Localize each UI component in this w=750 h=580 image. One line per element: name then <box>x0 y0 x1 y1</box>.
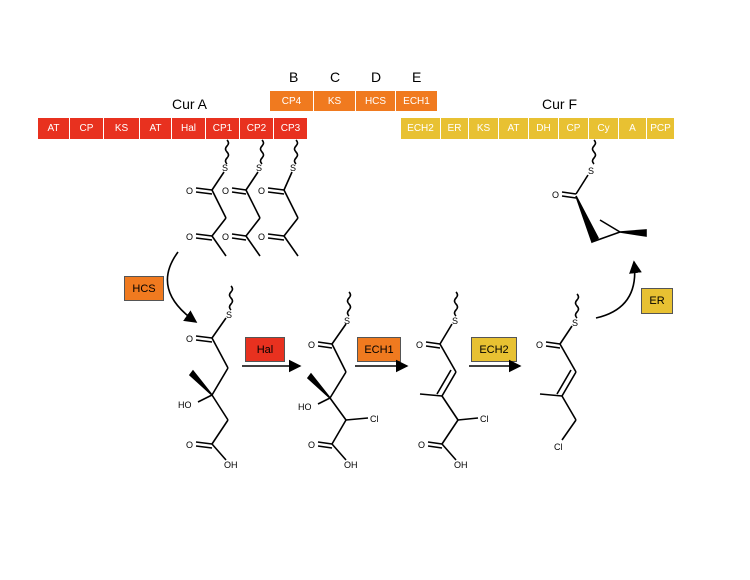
cur-f-domain-er: ER <box>441 118 469 139</box>
molecule-3 <box>419 291 479 461</box>
atom-s-1: S <box>222 163 228 173</box>
atom-ho-m1: HO <box>178 400 192 410</box>
atom-o-2: O <box>222 186 229 196</box>
chain-cp2 <box>231 171 261 257</box>
atom-s-3: S <box>290 163 296 173</box>
atom-s-product: S <box>588 166 594 176</box>
chain-cp1 <box>195 171 227 257</box>
atom-o-m2: O <box>308 340 315 350</box>
wedge-2 <box>306 372 331 399</box>
cur-a-domain-at: AT <box>38 118 70 139</box>
cur-bcde-domain-cp4: CP4 <box>270 91 314 111</box>
atom-o-m4: O <box>536 340 543 350</box>
letter-c: C <box>330 69 341 85</box>
cur-f-domain-ks: KS <box>469 118 499 139</box>
atom-s-m2: S <box>344 316 350 326</box>
atom-o-m3: O <box>416 340 423 350</box>
atom-o-m1: O <box>186 334 193 344</box>
cur-f-title: Cur F <box>542 96 577 112</box>
atom-oh-m3: OH <box>454 460 468 470</box>
letter-b: B <box>289 69 299 85</box>
cur-bcde-domain-hcs: HCS <box>356 91 396 111</box>
tether-cp2 <box>259 139 265 165</box>
wedge-cyclo-1 <box>575 195 600 244</box>
letter-d: D <box>371 69 382 85</box>
letter-e: E <box>412 69 422 85</box>
atom-cl-m2: Cl <box>370 414 379 424</box>
atom-oh-m1: OH <box>224 460 238 470</box>
cur-bcde-domain-ech1: ECH1 <box>396 91 438 111</box>
enzyme-box-ech2: ECH2 <box>471 337 517 362</box>
atom-cl-m4: Cl <box>554 442 563 452</box>
atom-s-m1: S <box>226 310 232 320</box>
atom-o-m2b: O <box>308 440 315 450</box>
atom-o-m1b: O <box>186 440 193 450</box>
atom-o-product: O <box>552 190 559 200</box>
molecule-4 <box>539 293 580 441</box>
enzyme-box-hal: Hal <box>245 337 285 362</box>
cur-a-domain-cp2: CP2 <box>240 118 274 139</box>
atom-s-m4: S <box>572 318 578 328</box>
cur-a-domain-cp1: CP1 <box>206 118 240 139</box>
tether-cp3 <box>293 139 299 165</box>
atom-o-3: O <box>258 186 265 196</box>
cur-a-domain-ks: KS <box>104 118 140 139</box>
arrow-er <box>595 260 642 319</box>
cur-f-domain-cp: CP <box>559 118 589 139</box>
enzyme-box-ech1: ECH1 <box>357 337 401 362</box>
atom-cl-m3: Cl <box>480 414 489 424</box>
enzyme-box-er: ER <box>641 288 673 314</box>
molecule-1 <box>195 285 234 461</box>
cur-a-title: Cur A <box>172 96 208 112</box>
molecule-2 <box>317 291 369 461</box>
atom-o-4: O <box>186 232 193 242</box>
chain-cp3 <box>267 171 299 257</box>
wedge-1 <box>188 369 213 396</box>
atom-o-m3b: O <box>418 440 425 450</box>
cur-a-domain-hal: Hal <box>172 118 206 139</box>
atom-o-5: O <box>222 232 229 242</box>
atom-ho-m2: HO <box>298 402 312 412</box>
atom-o-6: O <box>258 232 265 242</box>
wedge-cyclo-2 <box>619 229 647 237</box>
tether-cp1 <box>224 139 230 165</box>
cur-a-domain-at: AT <box>140 118 172 139</box>
cur-bcde-domain-ks: KS <box>314 91 356 111</box>
cur-a-domain-cp: CP <box>70 118 104 139</box>
cur-f-domain-ech2: ECH2 <box>401 118 441 139</box>
cur-f-domain-dh: DH <box>529 118 559 139</box>
atom-o-1: O <box>186 186 193 196</box>
atom-s-m3: S <box>452 316 458 326</box>
cur-a-domain-cp3: CP3 <box>274 118 308 139</box>
cur-f-domain-at: AT <box>499 118 529 139</box>
cur-f-domain-pcp: PCP <box>647 118 675 139</box>
cur-f-domain-cy: Cy <box>589 118 619 139</box>
product-cyclopropane <box>561 139 621 243</box>
atom-oh-m2: OH <box>344 460 358 470</box>
enzyme-box-hcs: HCS <box>124 276 164 301</box>
cur-f-domain-a: A <box>619 118 647 139</box>
arrow-hcs <box>166 251 198 323</box>
atom-s-2: S <box>256 163 262 173</box>
